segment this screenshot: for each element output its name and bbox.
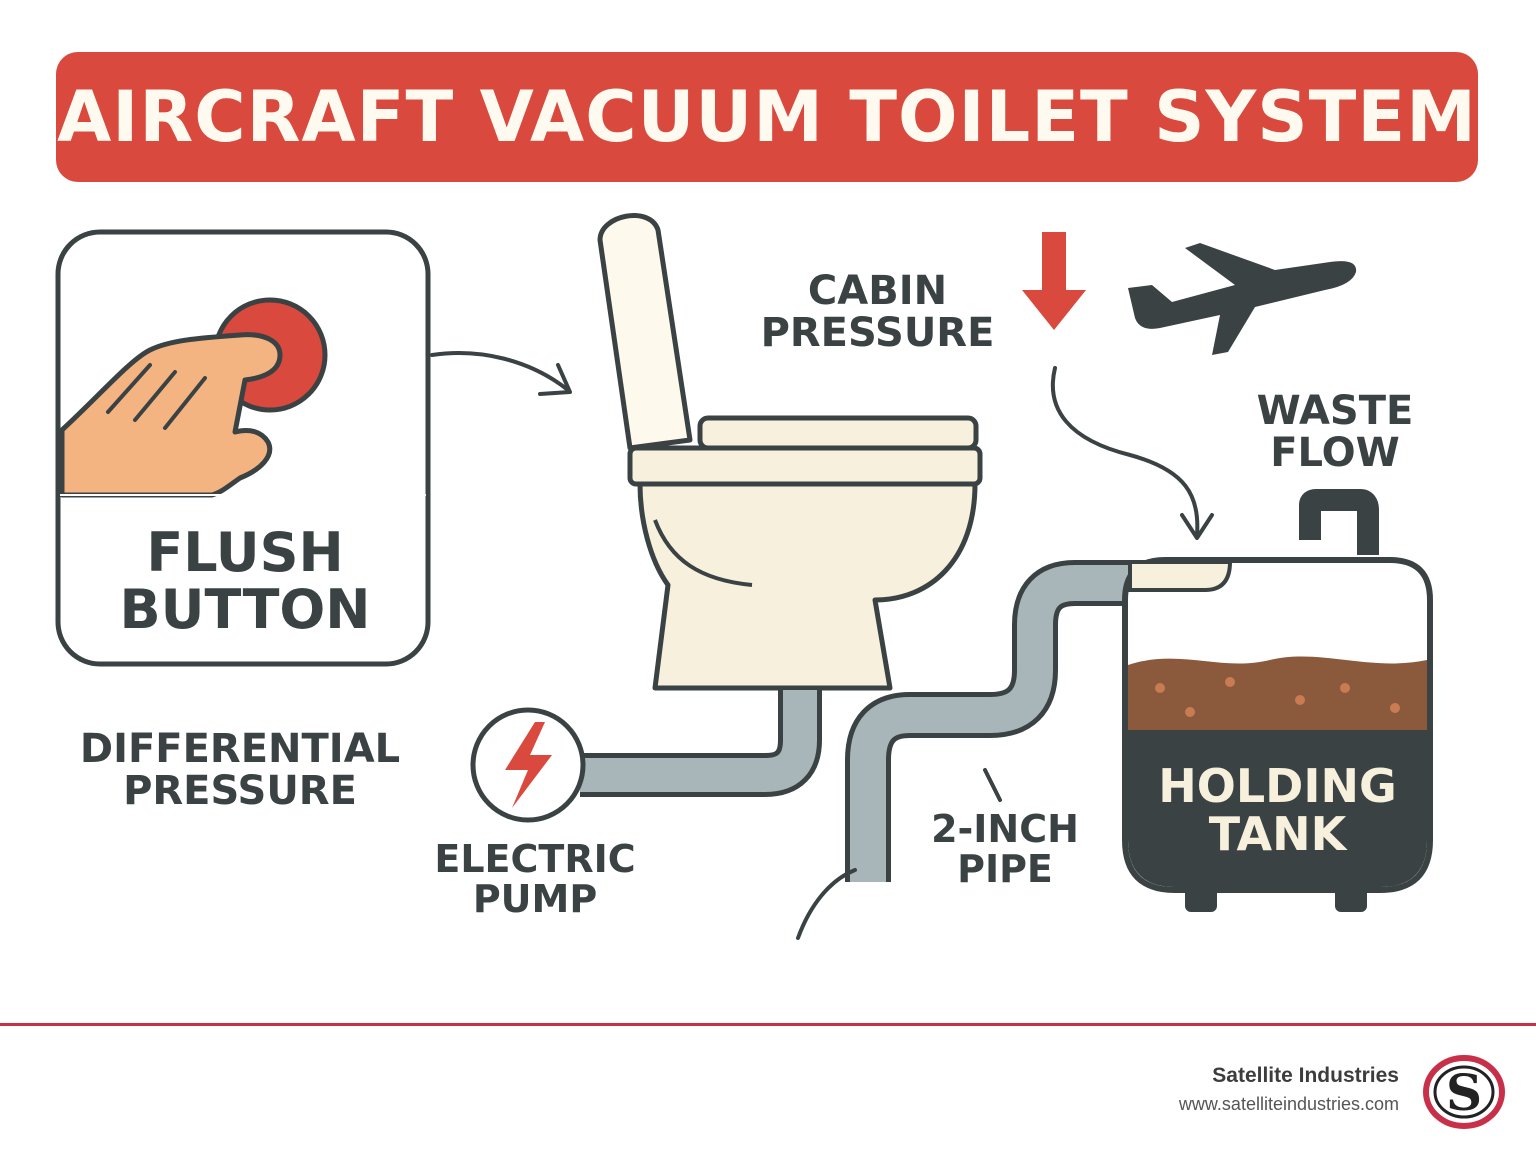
lightning-bolt-icon <box>505 722 552 808</box>
flow-arrow-button-to-toilet <box>430 351 570 392</box>
toilet-icon <box>597 213 983 691</box>
label-flush-button: FLUSH BUTTON <box>119 521 371 641</box>
flow-arrow-to-tank <box>1050 366 1200 537</box>
label-cabin-pressure: CABIN PRESSURE <box>760 268 995 356</box>
label-2-inch-pipe: 2-INCH PIPE <box>931 807 1079 891</box>
footer-divider <box>0 1023 1536 1026</box>
label-electric-pump: ELECTRIC PUMP <box>434 837 636 921</box>
airplane-icon <box>1128 243 1357 355</box>
down-arrow-icon <box>1022 232 1086 330</box>
company-url[interactable]: www.satelliteindustries.com <box>1178 1094 1399 1114</box>
logo-letter: S <box>1446 1063 1482 1122</box>
hand-pointer-icon <box>59 332 426 498</box>
title-banner: AIRCRAFT VACUUM TOILET SYSTEM <box>56 52 1478 182</box>
satellite-logo-icon: S <box>1423 1055 1505 1129</box>
holding-tank-icon <box>1122 489 1433 912</box>
company-name: Satellite Industries <box>1212 1064 1399 1087</box>
label-waste-flow: WASTE FLOW <box>1256 388 1414 476</box>
brand-block: Satellite Industries www.satelliteindust… <box>1179 1064 1399 1115</box>
label-holding-tank: HOLDING TANK <box>1158 759 1397 862</box>
electric-pump-icon <box>470 707 586 823</box>
label-differential-pressure: DIFFERENTIAL PRESSURE <box>79 726 401 814</box>
page-title: AIRCRAFT VACUUM TOILET SYSTEM <box>57 76 1477 158</box>
